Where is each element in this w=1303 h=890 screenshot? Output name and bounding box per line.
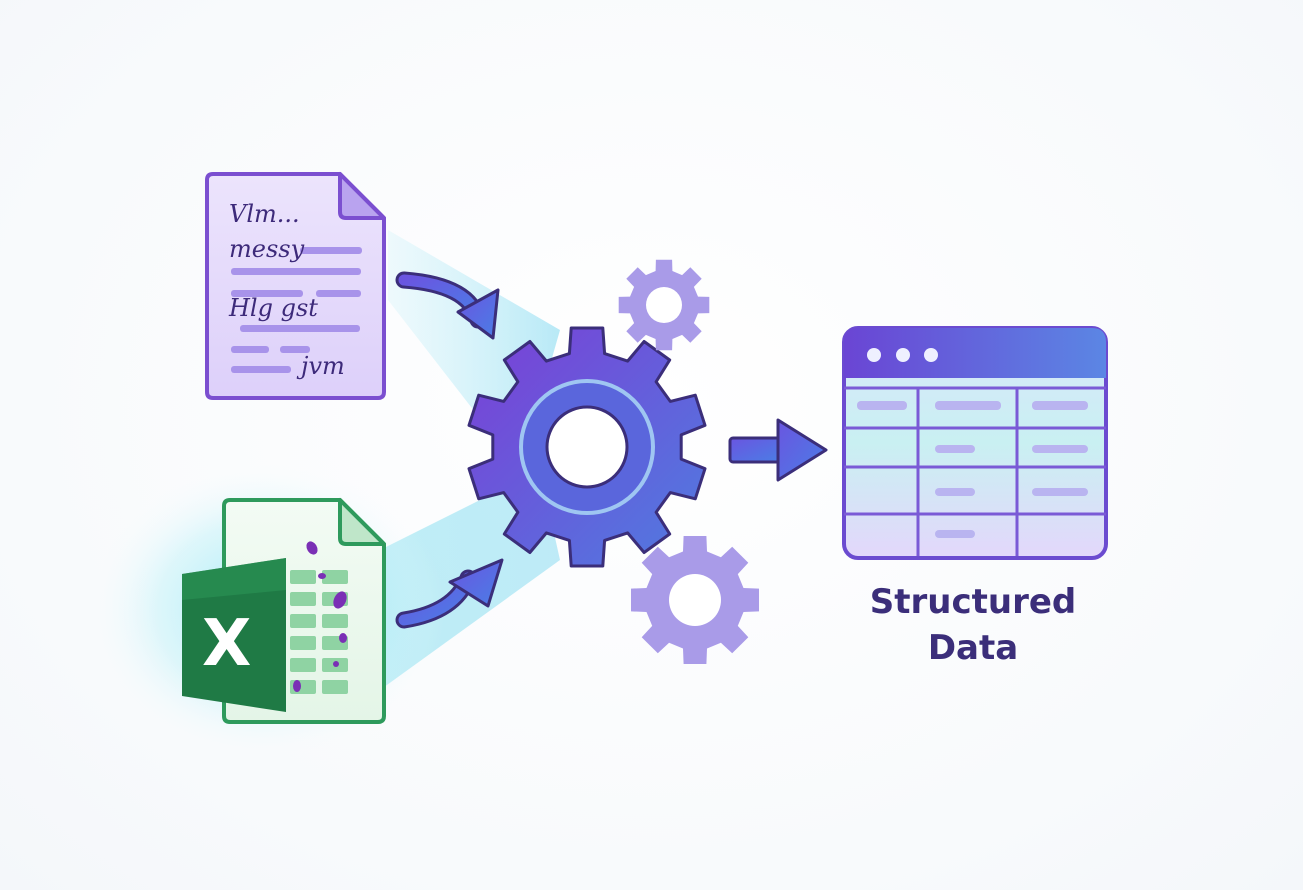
- doc-scribble-1: Vlm...: [229, 200, 300, 228]
- arrow-icon: [728, 418, 828, 482]
- doc-line: [240, 325, 360, 332]
- gear-icon: [631, 536, 759, 664]
- doc-line: [231, 366, 291, 373]
- doc-line: [231, 290, 303, 297]
- gear-hole: [669, 574, 721, 626]
- doc-scribble-3: Hlg gst: [228, 294, 318, 322]
- gear-hole: [545, 405, 629, 489]
- gear-hole: [646, 287, 682, 323]
- table-cell-bars: [857, 401, 1088, 538]
- doc-line: [316, 290, 361, 297]
- excel-logo-letter: X: [202, 607, 251, 681]
- doc-line: [300, 247, 362, 254]
- spreadsheet-ink-dots: [293, 541, 347, 692]
- gear-icon: [618, 259, 710, 351]
- table-grid: [844, 386, 1106, 556]
- doc-scribble-4: jvm: [296, 352, 345, 380]
- window-dot: [867, 348, 881, 362]
- gear-icon: [467, 326, 707, 568]
- spreadsheet-icon: X: [182, 498, 386, 724]
- document-fold: [338, 172, 386, 220]
- arrow-icon: [395, 271, 500, 340]
- window-dot: [896, 348, 910, 362]
- table-window-icon: [842, 326, 1108, 560]
- doc-line: [231, 346, 269, 353]
- arrow-icon: [395, 558, 504, 629]
- doc-scribble-2: messy: [229, 235, 305, 263]
- window-dot: [924, 348, 938, 362]
- document-icon: Vlm... messy Hlg gst jvm: [205, 172, 386, 400]
- window-title-bar: [844, 328, 1106, 378]
- doc-line: [280, 346, 310, 353]
- output-caption-line2: Data: [928, 628, 1018, 668]
- output-caption-line1: Structured: [870, 582, 1077, 622]
- spreadsheet-fold: [338, 498, 386, 546]
- doc-line: [231, 268, 361, 275]
